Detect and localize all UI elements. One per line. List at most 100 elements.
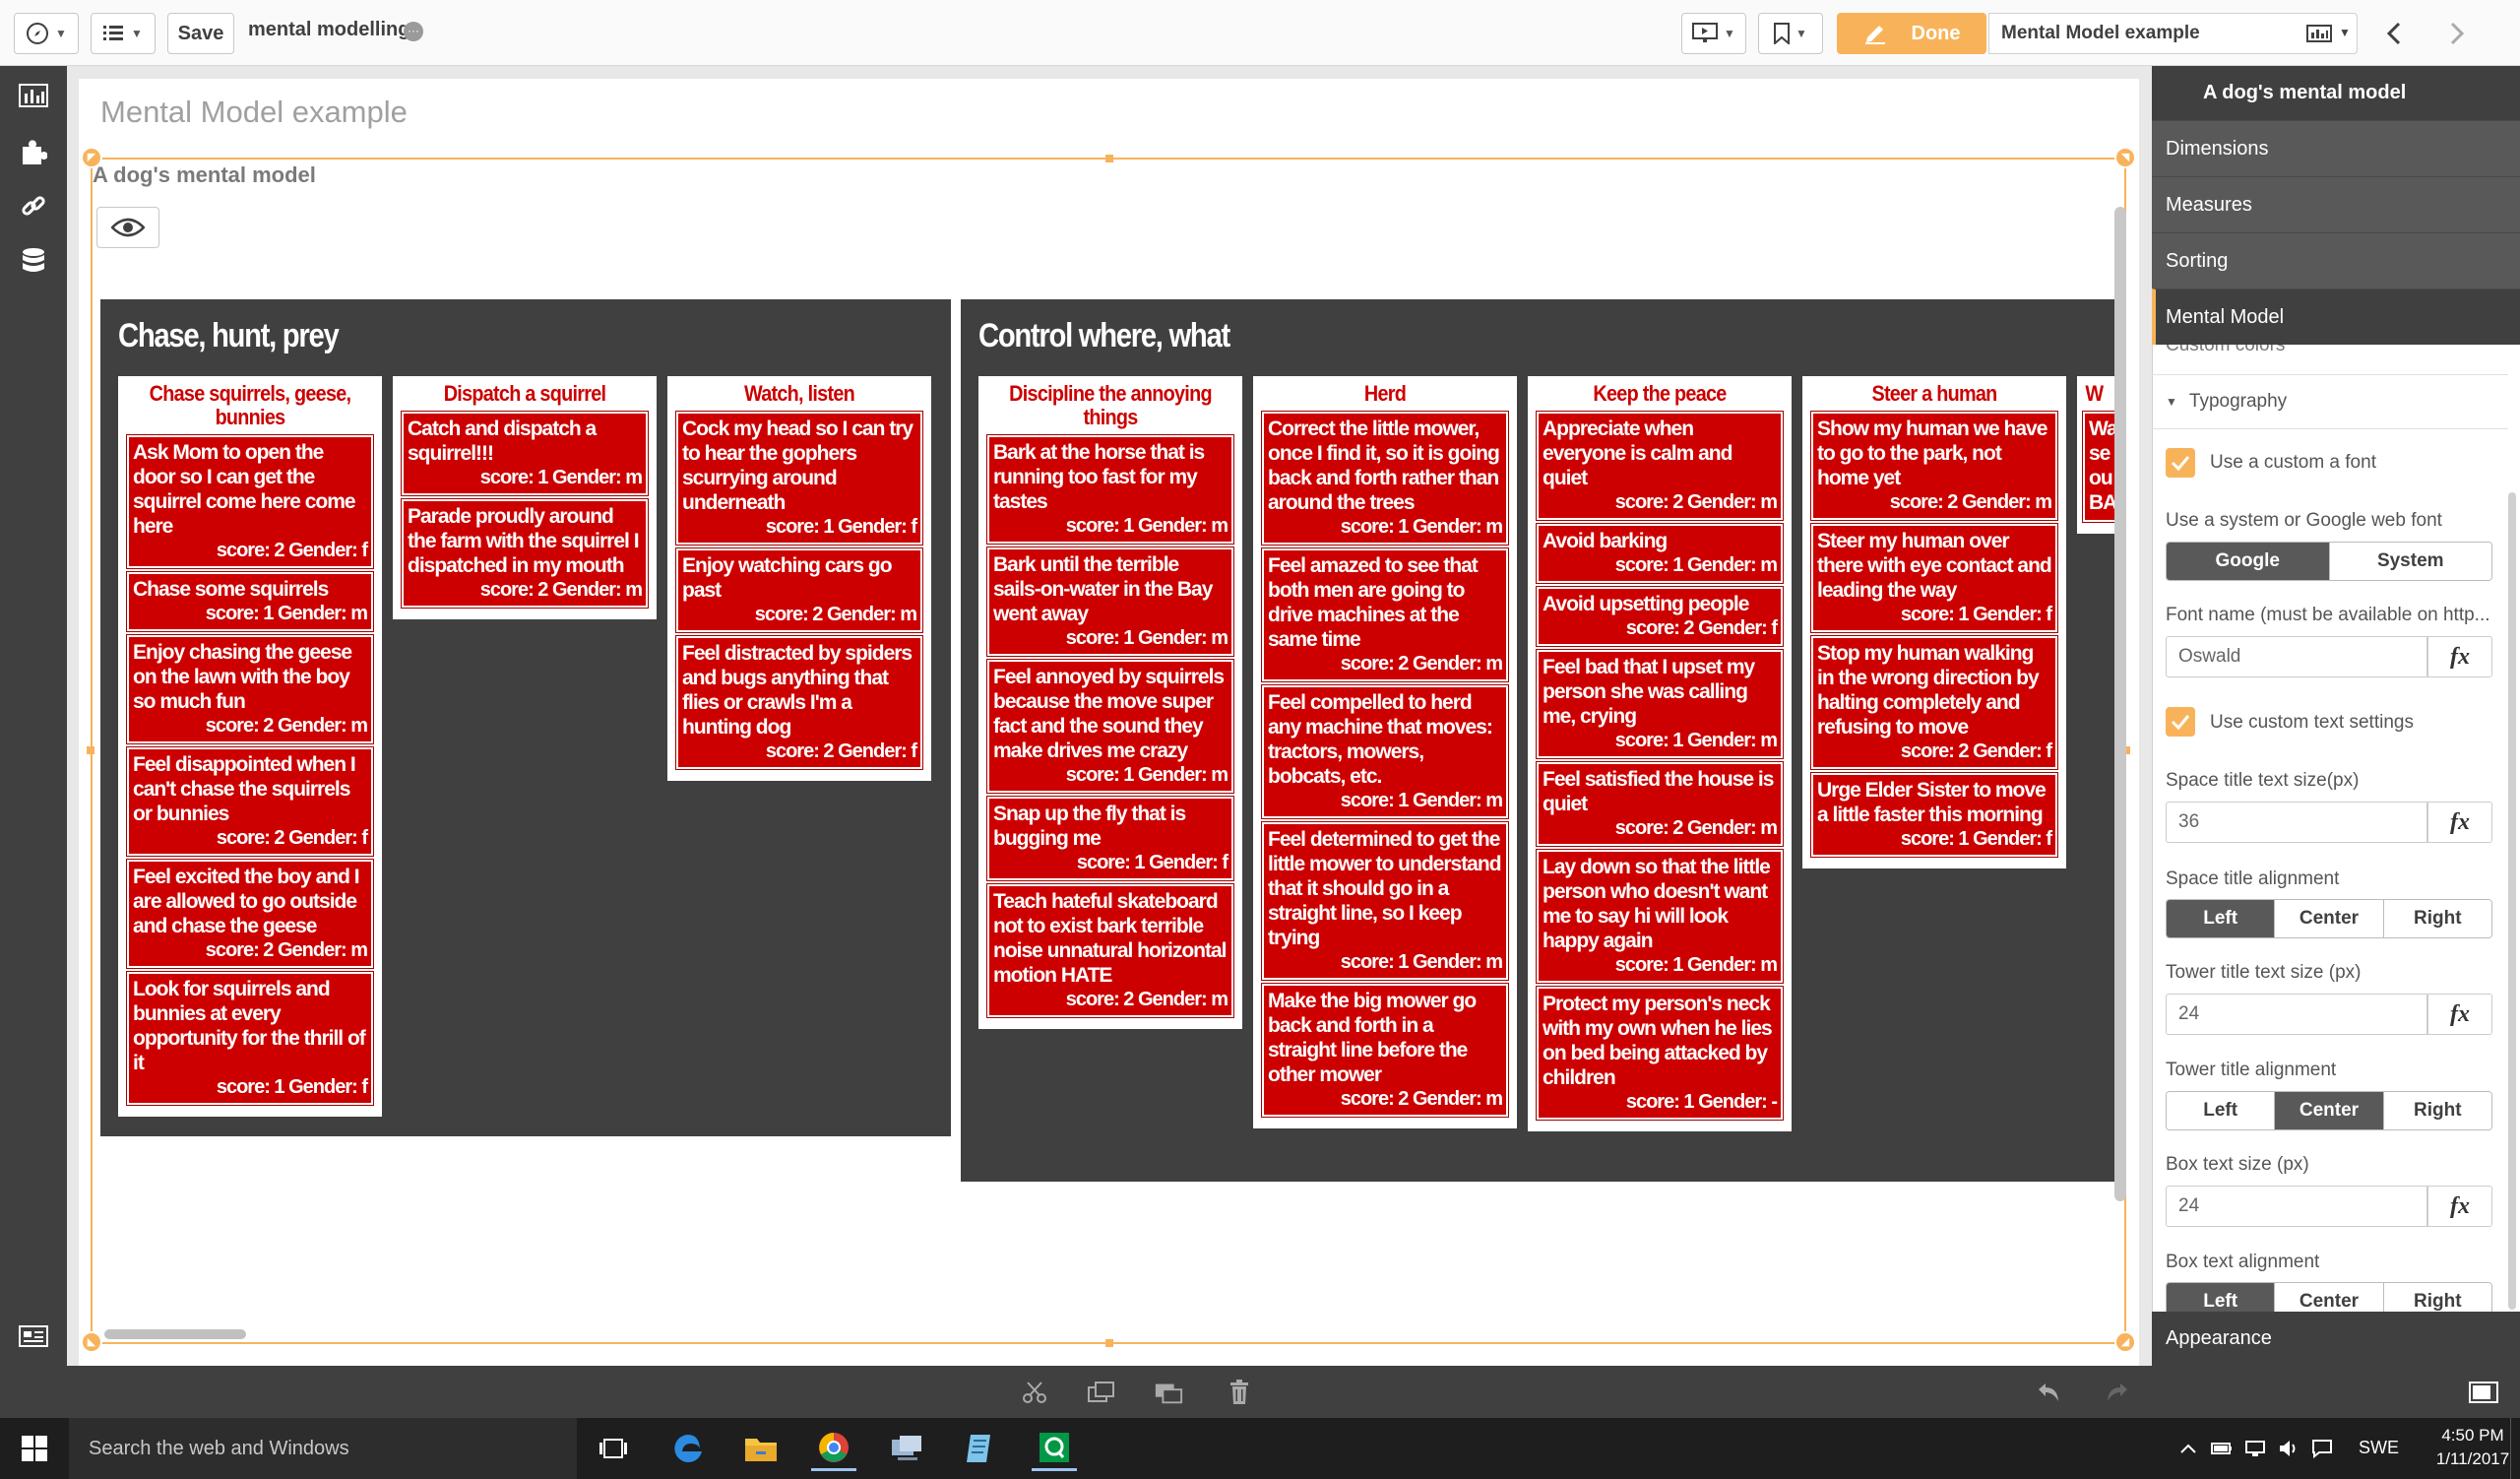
typography-section-toggle[interactable]: ▼ Typography [2152, 374, 2508, 429]
mental-model-box[interactable]: Bark at the horse that is running too fa… [986, 434, 1234, 545]
custom-font-checkbox[interactable] [2166, 448, 2195, 478]
panel-scrollbar[interactable] [2508, 492, 2516, 1310]
scissors-icon[interactable] [1020, 1378, 1049, 1407]
done-editing-button[interactable]: Done [1837, 13, 1986, 54]
mental-model-box[interactable]: Feel excited the boy and I are allowed t… [126, 859, 374, 969]
mental-model-box[interactable]: Ask Mom to open the door so I can get th… [126, 434, 374, 569]
google-option[interactable]: Google [2167, 543, 2330, 580]
taskbar-search-box[interactable]: Search the web and Windows [69, 1418, 577, 1479]
align-right-option[interactable]: Right [2383, 1283, 2491, 1312]
network-app-icon[interactable] [884, 1426, 929, 1471]
tower-title-size-expression-button[interactable]: fx [2427, 994, 2492, 1035]
mental-model-box[interactable]: Correct the little mower, once I find it… [1261, 411, 1509, 546]
mental-model-box[interactable]: Teach hateful skateboard not to exist ba… [986, 883, 1234, 1018]
input-language[interactable]: SWE [2359, 1438, 2400, 1457]
box-text-size-input[interactable]: 24 [2166, 1186, 2427, 1227]
align-center-option[interactable]: Center [2275, 1283, 2384, 1312]
mental-model-box[interactable]: Catch and dispatch a squirrel!!!score: 1… [401, 411, 649, 496]
mental-model-box[interactable]: Parade proudly around the farm with the … [401, 498, 649, 609]
mental-model-box[interactable]: Make the big mower go back and forth in … [1261, 983, 1509, 1118]
font-name-input[interactable]: Oswald [2166, 636, 2427, 677]
paste-icon[interactable] [1154, 1378, 1183, 1407]
mental-model-box[interactable]: Appreciate when everyone is calm and qui… [1536, 411, 1784, 521]
mental-model-box[interactable]: Feel amazed to see that both men are goi… [1261, 547, 1509, 682]
copy-icon[interactable] [1087, 1378, 1116, 1407]
system-option[interactable]: System [2329, 543, 2491, 580]
mental-model-box[interactable]: Show my human we have to go to the park,… [1810, 411, 2058, 521]
section-dimensions[interactable]: Dimensions [2152, 120, 2520, 176]
redo-icon[interactable] [2103, 1378, 2132, 1407]
mental-model-box[interactable]: Urge Elder Sister to move a little faste… [1810, 772, 2058, 858]
show-desktop-button[interactable] [2510, 1418, 2520, 1479]
resize-handle-bottom-left[interactable]: ◣ [81, 1331, 102, 1353]
file-explorer-icon[interactable] [738, 1426, 784, 1471]
mental-model-box[interactable]: Feel annoyed by squirrels because the mo… [986, 659, 1234, 794]
windows-start-icon[interactable] [12, 1426, 57, 1471]
mental-model-box[interactable]: Steer my human over there with eye conta… [1810, 523, 2058, 633]
align-left-option[interactable]: Left [2167, 900, 2276, 937]
space-title-size-input[interactable]: 36 [2166, 802, 2427, 843]
custom-text-checkbox[interactable] [2166, 707, 2195, 737]
mental-model-box[interactable]: Cock my head so I can try to hear the go… [675, 411, 923, 546]
resize-handle-top[interactable] [1105, 155, 1113, 162]
mental-model-box[interactable]: Stop my human walking in the wrong direc… [1810, 635, 2058, 770]
view-toggle-button[interactable] [96, 207, 159, 248]
resize-handle-top-left[interactable]: ◤ [81, 147, 102, 168]
battery-icon[interactable] [2209, 1426, 2235, 1471]
undo-icon[interactable] [2034, 1378, 2063, 1407]
space-title-size-expression-button[interactable]: fx [2427, 802, 2492, 843]
resize-handle-right[interactable] [2122, 746, 2130, 754]
align-center-option[interactable]: Center [2275, 1092, 2384, 1129]
box-text-size-expression-button[interactable]: fx [2427, 1186, 2492, 1227]
master-items-link-icon[interactable] [16, 188, 51, 224]
previous-sheet-button[interactable] [2362, 13, 2426, 54]
trash-icon[interactable] [1225, 1378, 1254, 1407]
sheet-selector[interactable]: Mental Model example ▼ [1988, 13, 2358, 54]
next-sheet-button[interactable] [2426, 13, 2488, 54]
resize-handle-bottom-right[interactable]: ◢ [2114, 1331, 2136, 1353]
mental-model-box[interactable]: Wa se ou BA [2082, 411, 2114, 523]
align-right-option[interactable]: Right [2383, 1092, 2491, 1129]
present-mode-button[interactable]: ▼ [1681, 13, 1746, 54]
notes-app-icon[interactable] [957, 1426, 1002, 1471]
resize-handle-bottom[interactable] [1105, 1339, 1113, 1347]
bookmarks-button[interactable]: ▼ [1758, 13, 1823, 54]
show-hidden-icons-chevron[interactable] [2177, 1426, 2199, 1471]
sheet-title[interactable]: Mental Model example [100, 95, 408, 129]
section-measures[interactable]: Measures [2152, 176, 2520, 232]
card-view-icon[interactable] [16, 1318, 51, 1354]
section-mental-model[interactable]: Mental Model [2152, 289, 2520, 345]
mental-model-box[interactable]: Feel distracted by spiders and bugs anyt… [675, 635, 923, 770]
mental-model-box[interactable]: Feel compelled to herd any machine that … [1261, 684, 1509, 819]
align-right-option[interactable]: Right [2383, 900, 2491, 937]
global-menu-button[interactable]: ▼ [91, 13, 156, 54]
font-name-expression-button[interactable]: fx [2427, 636, 2492, 677]
volume-icon[interactable] [2276, 1426, 2301, 1471]
task-view-icon[interactable] [591, 1426, 636, 1471]
horizontal-scrollbar[interactable] [104, 1329, 246, 1339]
chrome-browser-icon[interactable] [811, 1426, 856, 1471]
charts-icon[interactable] [16, 78, 51, 113]
extensions-puzzle-icon[interactable] [16, 135, 51, 170]
edge-browser-icon[interactable] [665, 1426, 711, 1471]
action-center-icon[interactable] [2309, 1426, 2335, 1471]
qlik-sense-icon[interactable] [1032, 1426, 1077, 1471]
align-left-option[interactable]: Left [2167, 1283, 2276, 1312]
mental-model-box[interactable]: Look for squirrels and bunnies at every … [126, 971, 374, 1106]
mental-model-box[interactable]: Feel bad that I upset my person she was … [1536, 649, 1784, 759]
align-center-option[interactable]: Center [2275, 900, 2384, 937]
mental-model-box[interactable]: Protect my person's neck with my own whe… [1536, 986, 1784, 1121]
mental-model-box[interactable]: Feel disappointed when I can't chase the… [126, 746, 374, 857]
mental-model-box[interactable]: Lay down so that the little person who d… [1536, 849, 1784, 984]
clipped-custom-colors[interactable]: Custom colors [2166, 345, 2286, 355]
app-info-icon[interactable]: ··· [404, 22, 423, 41]
mental-model-box[interactable]: Feel determined to get the little mower … [1261, 821, 1509, 981]
navigation-menu-button[interactable]: ▼ [14, 13, 79, 54]
mental-model-box[interactable]: Bark until the terrible sails-on-water i… [986, 547, 1234, 657]
vertical-scrollbar[interactable] [2114, 207, 2126, 1201]
